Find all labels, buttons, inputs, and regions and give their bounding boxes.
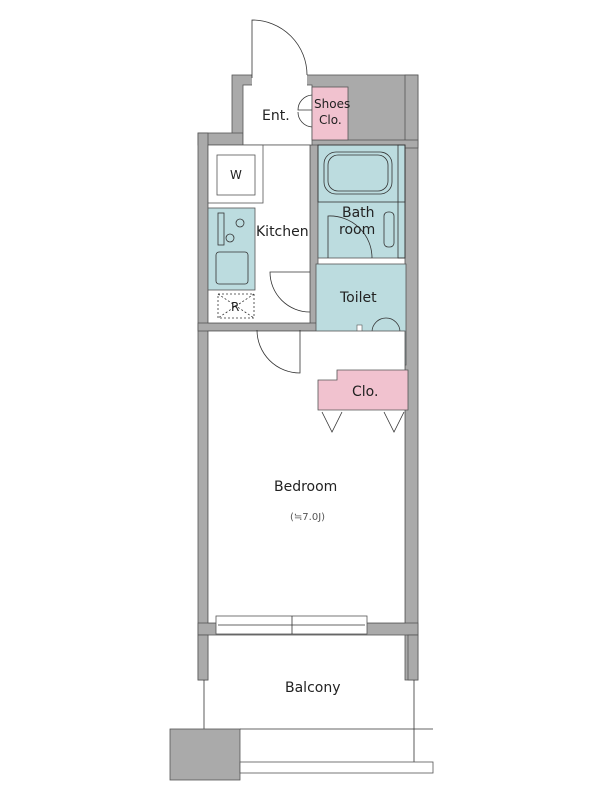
entry-door[interactable] xyxy=(251,19,308,78)
toilet-door[interactable] xyxy=(269,271,311,313)
basin-icon xyxy=(383,211,395,248)
washer-label: W xyxy=(230,168,242,182)
bathroom xyxy=(317,144,406,259)
stove-burner-icon xyxy=(235,218,245,228)
sink-icon xyxy=(215,251,249,285)
washer xyxy=(216,154,256,196)
fridge-space xyxy=(217,293,255,319)
entrance-room xyxy=(242,84,313,146)
shoes-closet-label-2: Clo. xyxy=(319,113,342,127)
shoes-closet-label: Shoes xyxy=(314,97,350,111)
bathtub-icon xyxy=(323,151,393,195)
entry-door-opening xyxy=(252,74,307,86)
bath-door[interactable] xyxy=(327,215,373,259)
shoes-closet xyxy=(311,86,349,141)
bedroom-label: Bedroom xyxy=(274,479,337,495)
toilet-label: Toilet xyxy=(339,290,377,306)
stove-burner-icon xyxy=(225,233,235,243)
closet-doors[interactable] xyxy=(321,411,405,433)
bath-label-2: room xyxy=(339,222,375,238)
closet xyxy=(317,369,409,411)
bath-label: Bath xyxy=(342,205,375,221)
bedroom-size: (≒7.0J) xyxy=(290,512,325,523)
balcony-label: Balcony xyxy=(285,680,341,696)
bedroom-door[interactable] xyxy=(256,329,301,374)
balcony-railing xyxy=(239,761,434,774)
balcony-pillar xyxy=(169,728,241,781)
shoes-closet-door[interactable] xyxy=(297,94,313,128)
balcony-window[interactable] xyxy=(215,615,368,635)
entrance-label: Ent. xyxy=(262,108,290,124)
kitchen-label: Kitchen xyxy=(256,224,309,240)
closet-label: Clo. xyxy=(352,384,378,400)
fridge-label: R xyxy=(231,300,239,314)
